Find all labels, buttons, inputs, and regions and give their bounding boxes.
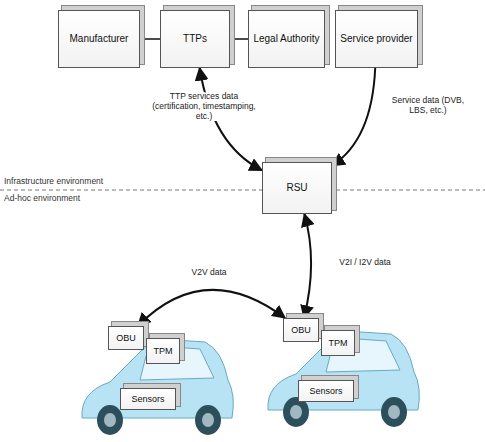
box-label: TTPs — [183, 33, 207, 45]
data-flow-arrow — [304, 214, 311, 318]
environment-label: Infrastructure environment — [2, 176, 105, 186]
box-label: Sensors — [131, 394, 164, 404]
component-box: Service provider — [335, 10, 418, 68]
data-flow-arrow — [332, 68, 375, 166]
box-label: Sensors — [309, 386, 342, 396]
component-box: OBU — [108, 326, 144, 350]
component-box: Manufacturer — [58, 10, 140, 68]
box-label: TPM — [154, 346, 173, 356]
box-label: Service provider — [340, 33, 412, 45]
box-label: OBU — [291, 325, 311, 335]
component-box: TPM — [146, 338, 180, 364]
edge-label: V2V data — [182, 268, 236, 278]
car-left — [82, 340, 233, 435]
component-box: OBU — [283, 318, 319, 342]
edge-label: TTP services data (certification, timest… — [148, 92, 260, 121]
edge-label: Service data (DVB, LBS, etc.) — [384, 96, 472, 116]
box-label: Legal Authority — [253, 33, 319, 45]
component-box: RSU — [262, 162, 332, 214]
box-label: TPM — [329, 338, 348, 348]
data-flow-arrow — [230, 38, 248, 40]
data-flow-arrow — [138, 290, 285, 326]
box-label: OBU — [116, 333, 136, 343]
box-label: Manufacturer — [70, 33, 129, 45]
data-flow-arrow — [140, 38, 160, 40]
component-box: Legal Authority — [248, 10, 325, 68]
component-box: TPM — [321, 330, 355, 356]
component-box: Sensors — [120, 388, 176, 410]
component-box: TTPs — [160, 10, 230, 68]
environment-divider — [0, 190, 485, 191]
car-right — [268, 332, 419, 427]
edge-label: V2I / I2V data — [328, 258, 402, 268]
environment-label: Ad-hoc environment — [2, 193, 82, 203]
box-label: RSU — [286, 182, 307, 194]
component-box: Sensors — [298, 380, 354, 402]
